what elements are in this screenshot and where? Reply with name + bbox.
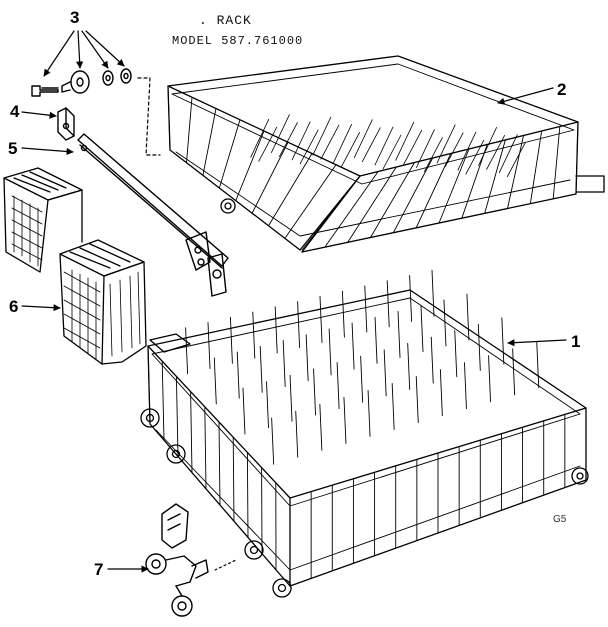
callout-5: 5 xyxy=(8,139,18,158)
model-number: MODEL 587.761000 xyxy=(172,34,304,48)
leader-3a xyxy=(43,30,75,77)
upper-rack-slide xyxy=(575,175,605,193)
callout-1: 1 xyxy=(571,332,581,351)
leader-3c xyxy=(81,30,109,69)
leader-2 xyxy=(497,87,554,105)
leader-6 xyxy=(21,304,61,312)
roller-nut xyxy=(70,70,90,94)
part-6-silverware-basket xyxy=(3,167,147,365)
callout-6: 6 xyxy=(9,297,19,316)
diagram-code: G5 xyxy=(553,514,567,525)
leader-lines xyxy=(21,30,567,573)
upper-rack-wheel xyxy=(220,198,236,214)
part-4-clip xyxy=(57,107,75,141)
lower-rack-wheels xyxy=(140,408,589,598)
basket-front xyxy=(59,239,147,365)
part-2-upper-rack xyxy=(167,55,605,253)
part-5-rack-track xyxy=(77,133,229,297)
leader-3d xyxy=(85,30,125,67)
callout-4: 4 xyxy=(10,102,20,121)
bolt xyxy=(31,85,59,97)
part-7-wheel-assembly xyxy=(145,503,209,617)
callout-2: 2 xyxy=(557,80,567,99)
leader-3-dashed xyxy=(137,77,161,156)
washer-2 xyxy=(120,68,132,84)
callout-3: 3 xyxy=(70,8,80,27)
leader-5 xyxy=(21,147,74,156)
part-1-lower-rack xyxy=(140,269,589,598)
part-3-hardware xyxy=(31,68,132,97)
leader-7-dashed xyxy=(214,559,237,571)
leader-3b xyxy=(76,30,84,69)
diagram-title: . RACK xyxy=(199,13,252,28)
washer-1 xyxy=(102,70,114,86)
callout-7: 7 xyxy=(94,560,104,579)
basket-back xyxy=(3,167,83,273)
leader-4 xyxy=(21,111,57,119)
